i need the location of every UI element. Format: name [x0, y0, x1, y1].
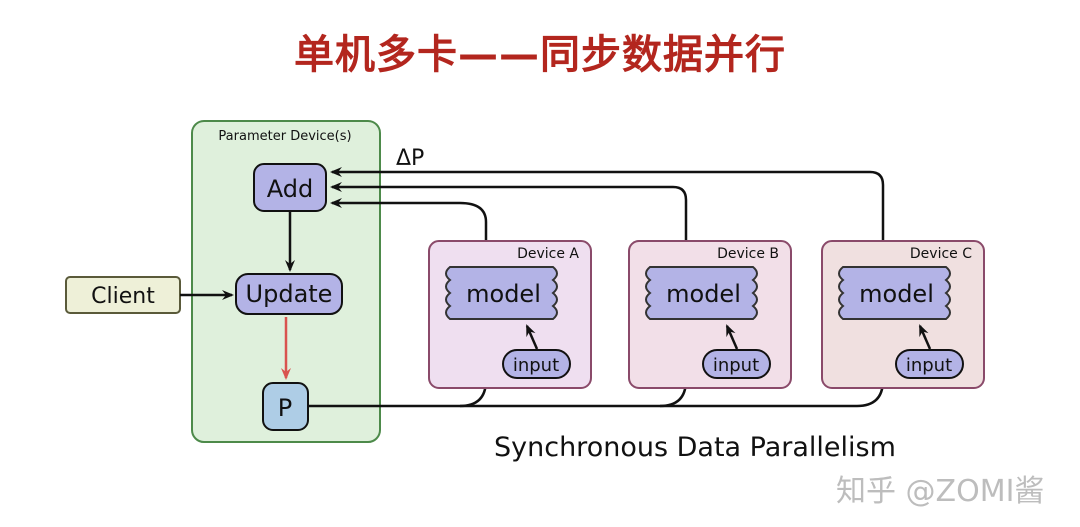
- model-box: [838, 266, 951, 320]
- add-label: Add: [267, 175, 313, 203]
- input-label: input: [906, 355, 952, 376]
- p-label: P: [278, 394, 292, 422]
- delta-p-label: ΔP: [396, 146, 424, 171]
- device-a[interactable]: Device A model input: [428, 240, 592, 389]
- input-to-model-arrow: [725, 324, 739, 350]
- page-title: 单机多卡——同步数据并行: [294, 32, 786, 78]
- input-label: input: [713, 355, 759, 376]
- client-node[interactable]: Client: [65, 276, 181, 314]
- device-name: Device C: [910, 246, 972, 262]
- device-b-to-add-arrow: [330, 182, 688, 268]
- update-node[interactable]: Update: [235, 273, 343, 315]
- p-node[interactable]: P: [262, 382, 309, 431]
- input-to-model-arrow: [525, 324, 539, 350]
- input-to-model-arrow: [918, 324, 932, 350]
- device-c[interactable]: Device C model input: [821, 240, 985, 389]
- watermark: 知乎 @ZOMI酱: [836, 474, 1045, 509]
- add-node[interactable]: Add: [253, 163, 327, 212]
- model-label: model: [466, 280, 541, 308]
- model-label: model: [859, 280, 934, 308]
- model-label: model: [666, 280, 741, 308]
- caption: Synchronous Data Parallelism: [494, 432, 896, 463]
- device-c-to-add-arrow: [330, 167, 885, 268]
- client-label: Client: [91, 284, 155, 309]
- device-a-to-add-arrow: [330, 198, 488, 268]
- input-label: input: [513, 355, 559, 376]
- model-box: [645, 266, 758, 320]
- input-box: [502, 349, 571, 379]
- input-box: [895, 349, 964, 379]
- update-label: Update: [246, 280, 333, 308]
- model-box: [445, 266, 558, 320]
- device-b[interactable]: Device B model input: [628, 240, 792, 389]
- parameter-device-label: Parameter Device(s): [218, 129, 351, 144]
- input-box: [702, 349, 771, 379]
- device-name: Device A: [517, 246, 579, 262]
- device-name: Device B: [717, 246, 779, 262]
